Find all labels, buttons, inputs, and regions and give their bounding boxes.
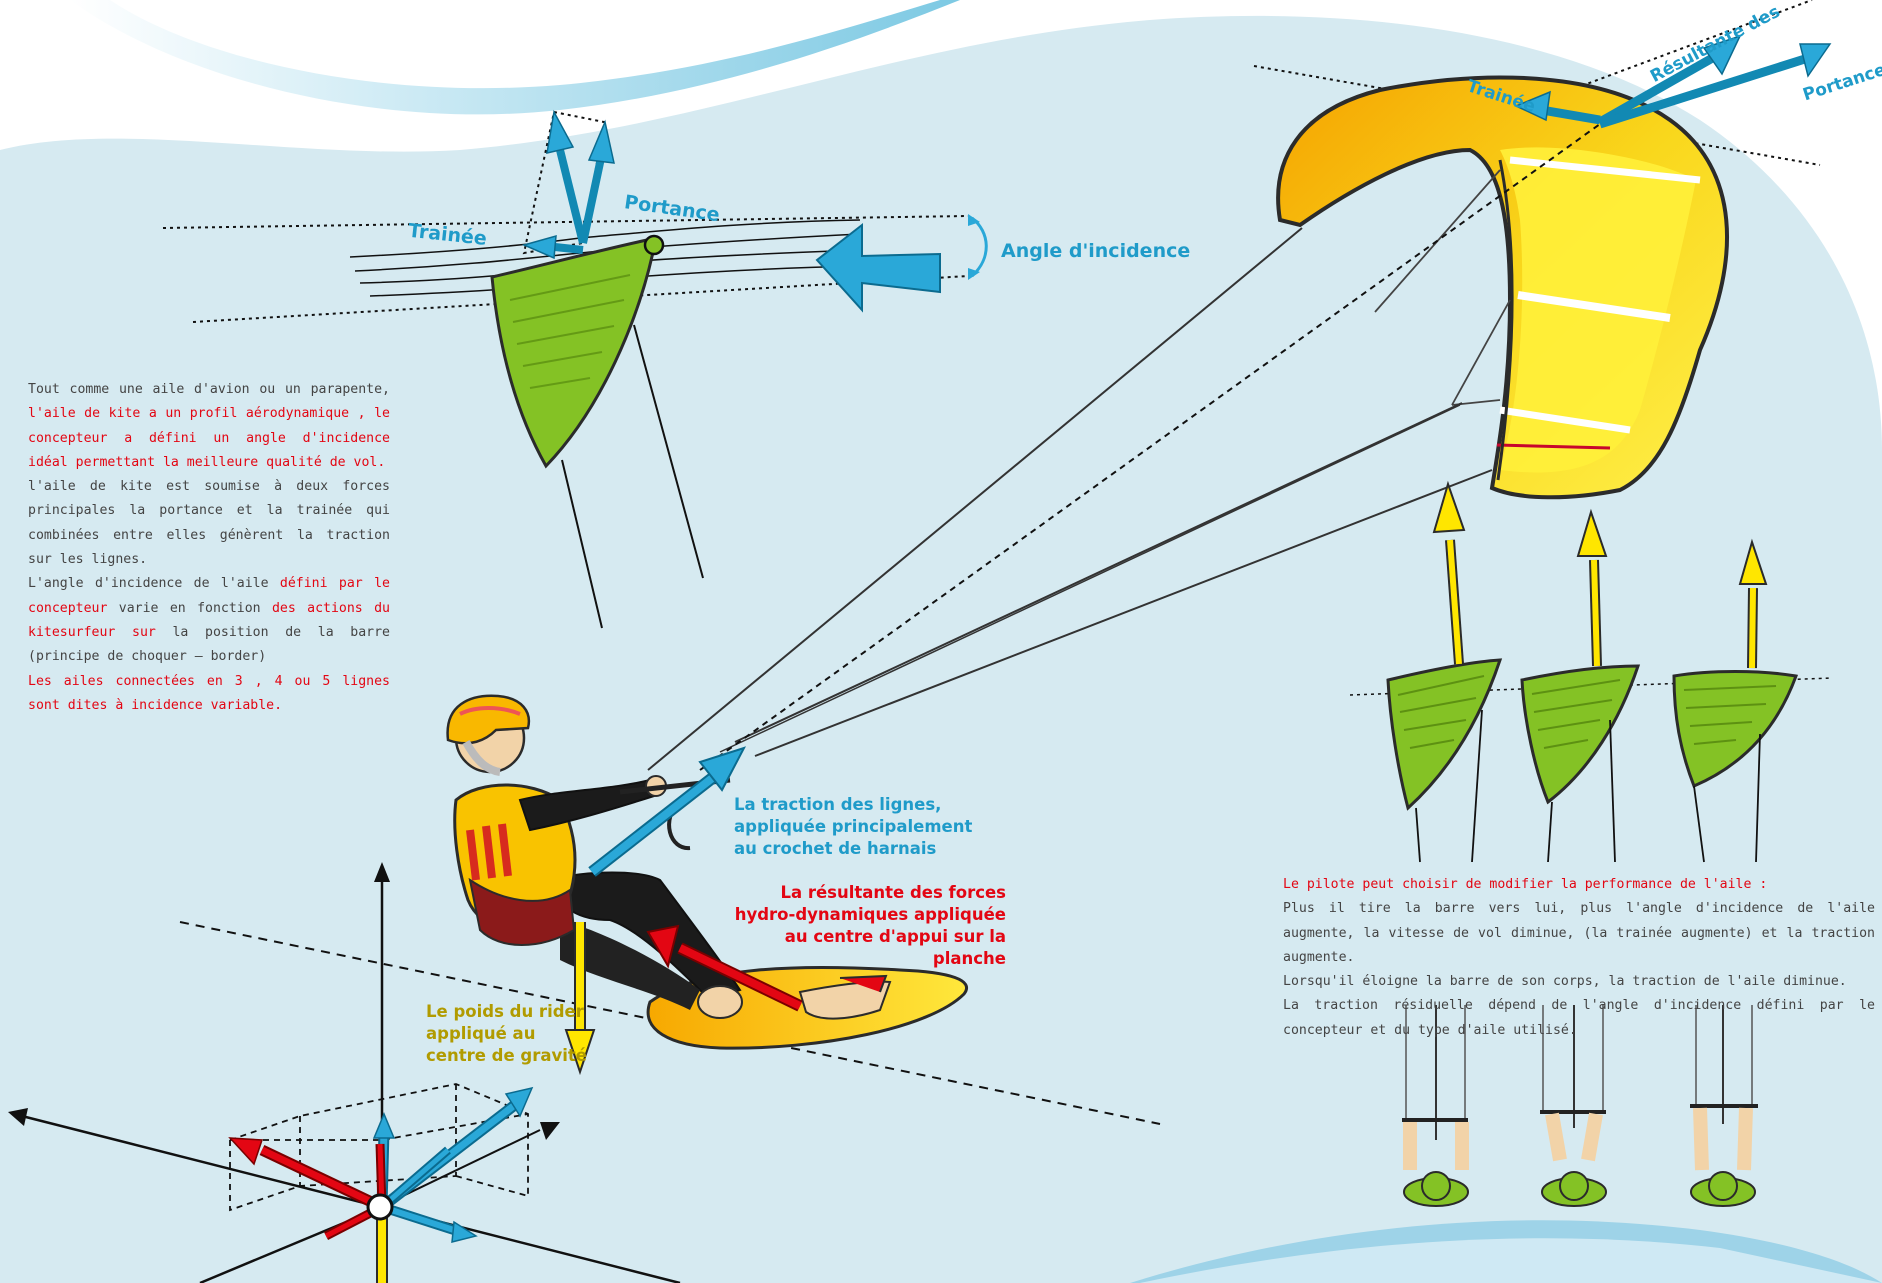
paragraph-heading: Le pilote peut choisir de modifier la pe… — [1283, 877, 1768, 892]
caption-line: La résultante des forces — [780, 883, 1006, 902]
text-run-red: l'aile de kite a un profil aérodynamique… — [28, 406, 390, 470]
text-run-red: des actions du kitesurfeur sur — [28, 600, 390, 640]
caption-line: Le poids du rider — [426, 1002, 584, 1021]
angle-incidence-label: Angle d'incidence — [1001, 240, 1190, 262]
rider-forces — [564, 746, 803, 1076]
text-run: Tout comme une aile d'avion ou un parape… — [28, 382, 390, 397]
bar-positions — [1402, 1005, 1758, 1207]
water-background — [0, 15, 1882, 1283]
caption-rider-weight: Le poids du rider appliqué au centre de … — [426, 1001, 587, 1067]
paragraph: l'aile de kite est soumise à deux forces… — [28, 479, 390, 568]
caption-line: appliqué au — [426, 1024, 536, 1043]
paragraph: Les ailes connectées en 3 , 4 ou 5 ligne… — [28, 673, 390, 713]
gravity-center — [366, 1193, 394, 1221]
caption-line: appliquée principalement — [734, 817, 973, 836]
text-run-red: défini par le concepteur — [28, 576, 391, 616]
caption-line: au centre d'appui sur la planche — [784, 927, 1006, 968]
lift-arrow — [579, 157, 605, 244]
resultant-arrow — [556, 149, 587, 244]
kitesurfer — [179, 694, 1161, 1125]
drag-arrow — [554, 243, 584, 254]
paragraph: La traction résiduelle dépend de l'angle… — [1283, 998, 1875, 1038]
caption-line: hydro-dynamiques appliquée — [734, 905, 1006, 924]
caption-line: au crochet de harnais — [734, 839, 937, 858]
kite-lines — [647, 123, 1601, 771]
text-run: la position de la barre (principe de cho… — [28, 624, 390, 665]
force-axes — [8, 862, 681, 1283]
left-explanation: Tout comme une aile d'avion ou un parape… — [28, 378, 390, 718]
wing-profile-group: Trainée Portance Angle d'incidence — [162, 109, 1190, 629]
caption-line: centre de gravité — [426, 1046, 587, 1065]
text-run: varie en fonction — [107, 600, 272, 616]
white-band-top — [0, 0, 980, 139]
incidence-variants — [1349, 480, 1833, 863]
right-explanation: Le pilote peut choisir de modifier la pe… — [1283, 873, 1875, 1043]
swirl-top — [70, 0, 960, 115]
helmet — [446, 694, 531, 745]
paragraph: Plus il tire la barre vers lui, plus l'a… — [1283, 901, 1875, 965]
caption-hydro-forces: La résultante des forces hydro-dynamique… — [720, 882, 1006, 970]
paragraph: Lorsqu'il éloigne la barre de son corps,… — [1283, 974, 1847, 990]
paragraph: L'angle d'incidence de l'aile défini par… — [28, 572, 390, 669]
pivot-point — [643, 234, 665, 256]
text-run: L'angle d'incidence de l'aile — [28, 576, 280, 592]
paragraph: Tout comme une aile d'avion ou un parape… — [28, 378, 390, 475]
caption-line: La traction des lignes, — [734, 795, 942, 814]
caption-line-traction: La traction des lignes, appliquée princi… — [734, 794, 972, 860]
white-corner-bottom — [1140, 1238, 1882, 1283]
